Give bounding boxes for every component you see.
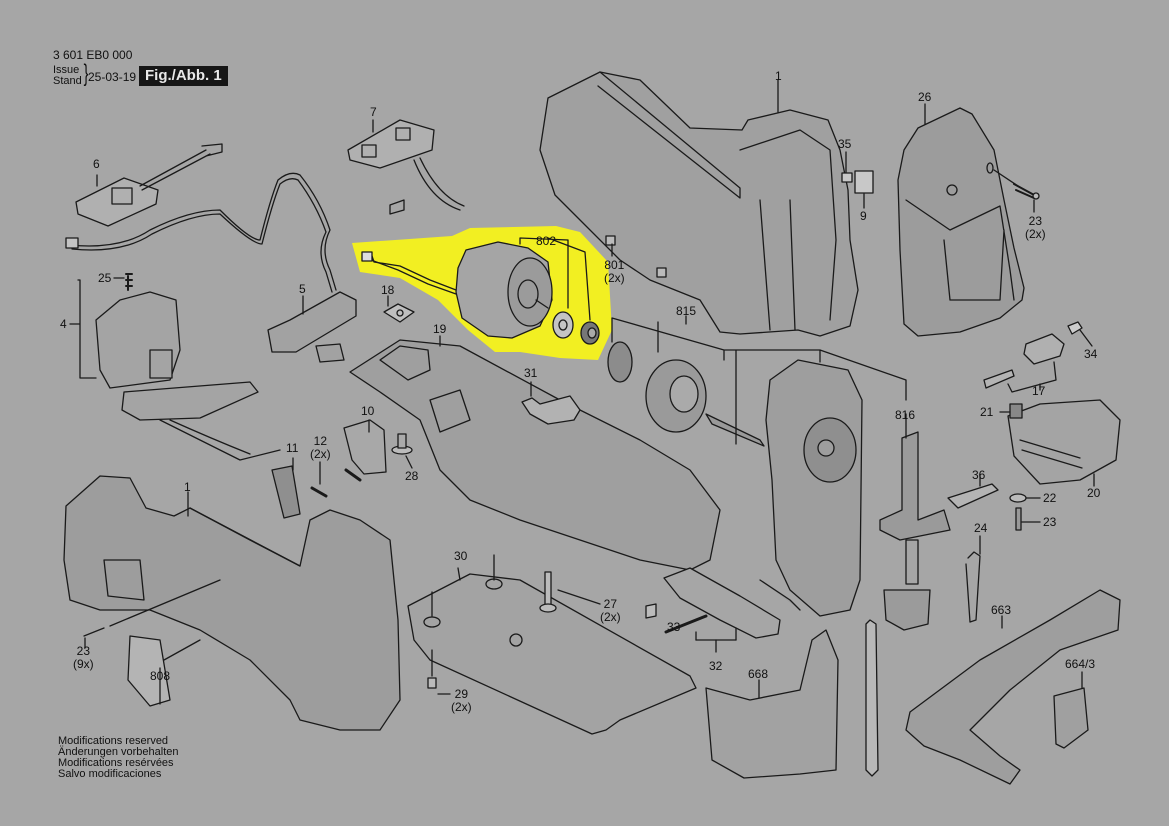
part-label-22[interactable]: 22 bbox=[1043, 491, 1057, 505]
part-label-12[interactable]: 12(2x) bbox=[310, 434, 331, 461]
part-code: 3 601 EB0 000 bbox=[53, 48, 133, 62]
part-label-24[interactable]: 24 bbox=[974, 521, 988, 535]
part-label-21[interactable]: 21 bbox=[980, 405, 994, 419]
board-5-drawing bbox=[267, 291, 357, 363]
part-label-26[interactable]: 26 bbox=[918, 90, 932, 104]
issue-label-en: Issue bbox=[53, 64, 80, 76]
housing-half-upper-drawing bbox=[539, 71, 859, 337]
notice-fr: Modifications resérvées bbox=[58, 757, 174, 769]
notice-de: Änderungen vorbehalten bbox=[58, 746, 179, 758]
motor-802-drawing bbox=[361, 237, 600, 345]
figure-label: Fig./Abb. 1 bbox=[139, 66, 228, 86]
part-label-23-housing[interactable]: 23(9x) bbox=[73, 644, 94, 671]
part-label-29[interactable]: 29(2x) bbox=[451, 687, 472, 714]
part-label-28[interactable]: 28 bbox=[405, 469, 419, 483]
brace-icon: } bbox=[83, 60, 89, 87]
cover-26-drawing bbox=[897, 107, 1025, 337]
part-label-10[interactable]: 10 bbox=[361, 404, 375, 418]
part-label-4[interactable]: 4 bbox=[60, 317, 67, 331]
part-label-802[interactable]: 802 bbox=[536, 234, 557, 248]
part-label-816[interactable]: 816 bbox=[895, 408, 916, 422]
part-label-30[interactable]: 30 bbox=[454, 549, 468, 563]
part-label-18[interactable]: 18 bbox=[381, 283, 395, 297]
part-label-808[interactable]: 808 bbox=[150, 669, 171, 683]
issue-label: Issue Stand bbox=[53, 65, 82, 87]
part-label-11[interactable]: 11 bbox=[286, 441, 299, 455]
switch-4-drawing bbox=[95, 291, 259, 421]
part-label-20[interactable]: 20 bbox=[1087, 486, 1101, 500]
base-plate-30-drawing bbox=[407, 573, 697, 735]
part-label-5[interactable]: 5 bbox=[299, 282, 306, 296]
notice-en: Modifications reserved bbox=[58, 735, 169, 747]
part-label-23-guard[interactable]: 23 bbox=[1043, 515, 1057, 529]
part-label-23-cover[interactable]: 23(2x) bbox=[1025, 214, 1046, 241]
part-label-6[interactable]: 6 bbox=[93, 157, 100, 171]
part-label-663[interactable]: 663 bbox=[991, 603, 1012, 617]
issue-date: 25-03-19 bbox=[88, 70, 137, 84]
part-label-19[interactable]: 19 bbox=[433, 322, 447, 336]
part-label-668[interactable]: 668 bbox=[748, 667, 769, 681]
part-label-36[interactable]: 36 bbox=[972, 468, 986, 482]
pcb-7-drawing bbox=[347, 119, 435, 169]
modifications-notice: Modifications reserved Änderungen vorbeh… bbox=[58, 736, 178, 780]
part-label-1-lower[interactable]: 1 bbox=[184, 480, 191, 494]
part-label-33[interactable]: 33 bbox=[667, 620, 681, 634]
part-label-7[interactable]: 7 bbox=[370, 105, 377, 119]
part-label-34[interactable]: 34 bbox=[1084, 347, 1098, 361]
part-label-17[interactable]: 17 bbox=[1032, 384, 1046, 398]
part-label-664-3[interactable]: 664/3 bbox=[1065, 657, 1096, 671]
part-label-35[interactable]: 35 bbox=[838, 137, 852, 151]
part-label-9[interactable]: 9 bbox=[860, 209, 867, 223]
part-label-801[interactable]: 801(2x) bbox=[604, 258, 625, 285]
issue-label-de: Stand bbox=[53, 75, 82, 87]
part-label-27[interactable]: 27(2x) bbox=[600, 597, 621, 624]
part-label-1-upper[interactable]: 1 bbox=[775, 69, 782, 83]
part-label-32[interactable]: 32 bbox=[709, 659, 723, 673]
gearbox-816-drawing bbox=[759, 359, 863, 617]
gear-815-drawing bbox=[607, 341, 765, 447]
part-label-25[interactable]: 25 bbox=[98, 271, 112, 285]
part-label-31[interactable]: 31 bbox=[524, 366, 538, 380]
housing-half-lower-drawing bbox=[63, 475, 401, 731]
part-label-815[interactable]: 815 bbox=[676, 304, 697, 318]
notice-es: Salvo modificaciones bbox=[58, 768, 162, 780]
pcb-6-drawing bbox=[75, 177, 159, 227]
